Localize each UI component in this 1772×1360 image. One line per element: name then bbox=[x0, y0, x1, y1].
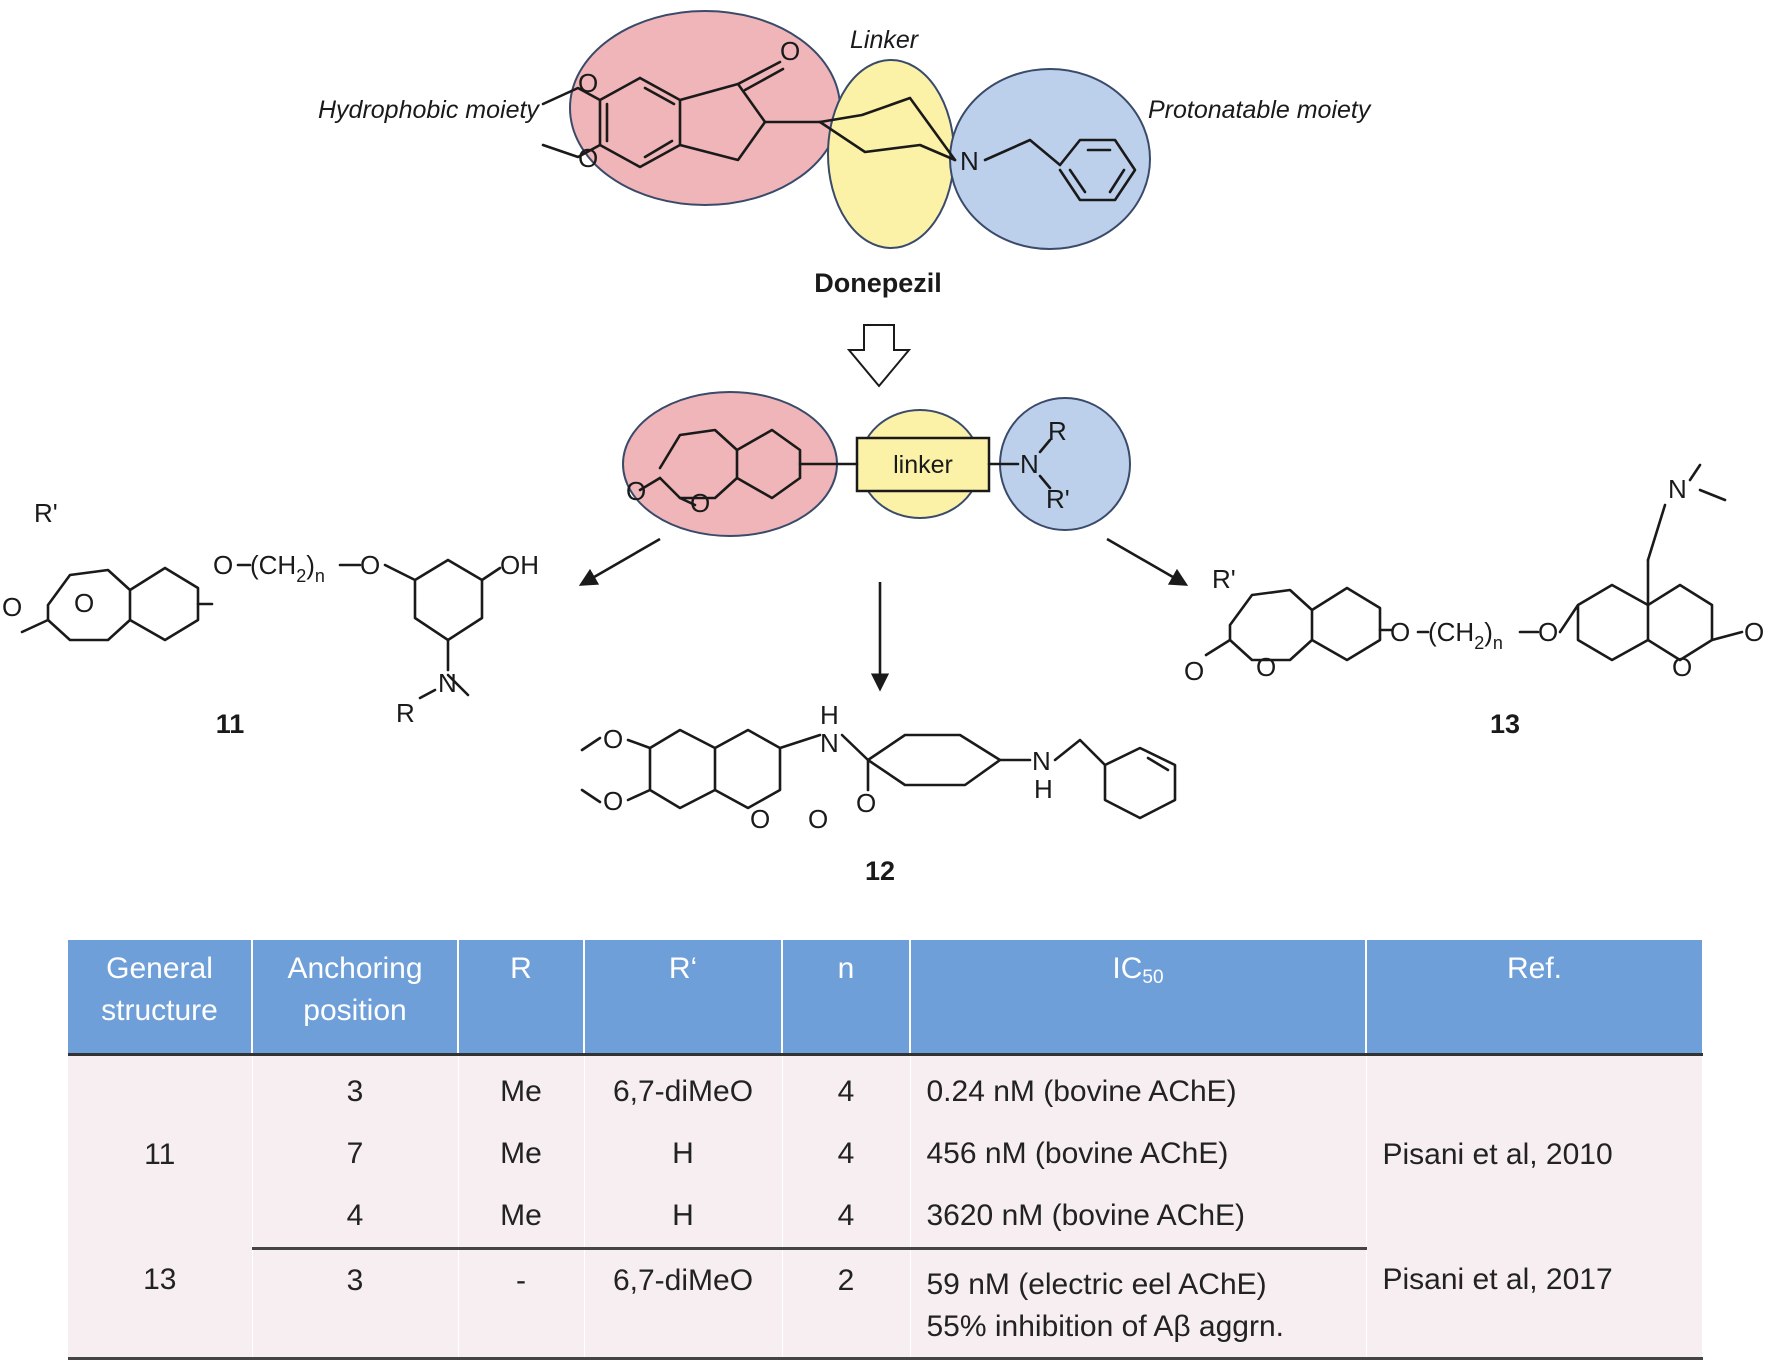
donepezil-o-carbonyl: O bbox=[780, 36, 800, 66]
hybrid-n: N bbox=[1020, 449, 1039, 479]
cell-r-prime: H bbox=[584, 1123, 783, 1185]
protonatable-region bbox=[949, 68, 1151, 250]
c12-amine-h: H bbox=[1034, 774, 1053, 804]
ic50-line-2: 55% inhibition of Aβ aggrn. bbox=[926, 1310, 1285, 1343]
c11-r: R bbox=[396, 698, 415, 728]
cell-anchoring: 3 bbox=[252, 1054, 459, 1123]
c13-n: N bbox=[1668, 474, 1687, 504]
c11-o-ether2: O bbox=[360, 550, 380, 580]
hybrid-o-ring: O bbox=[690, 488, 710, 518]
c12-o-methoxy-1: O bbox=[603, 724, 623, 754]
header-r-prime: R‘ bbox=[584, 940, 783, 1055]
cell-anchoring: 4 bbox=[252, 1185, 459, 1250]
c13-o-ring: O bbox=[1256, 652, 1276, 682]
donepezil-o-methoxy-2: O bbox=[578, 143, 598, 173]
cell-n: 4 bbox=[782, 1054, 911, 1123]
c12-amine-n: N bbox=[1032, 746, 1051, 776]
cell-n: 4 bbox=[782, 1123, 911, 1185]
hybrid-r-prime: R' bbox=[1046, 484, 1070, 514]
c11-r-prime: R' bbox=[34, 498, 58, 528]
linker-box-label: linker bbox=[893, 451, 953, 479]
cell-ref: Pisani et al, 2010 bbox=[1366, 1054, 1703, 1249]
c11-chain: (CH2)n bbox=[250, 550, 325, 586]
table-row: 4 Me H 4 3620 nM (bovine AChE) bbox=[68, 1185, 1702, 1250]
compound-11-label: 11 bbox=[216, 709, 245, 739]
compound-13-structure bbox=[1204, 463, 1744, 662]
header-n: n bbox=[782, 940, 911, 1055]
linker-region bbox=[827, 59, 955, 249]
cell-n: 4 bbox=[782, 1185, 911, 1250]
c13-o-ring2: O bbox=[1672, 652, 1692, 682]
cell-ic50: 3620 nM (bovine AChE) bbox=[910, 1185, 1367, 1250]
c13-o-carbonyl2: O bbox=[1744, 617, 1764, 647]
cell-r: - bbox=[458, 1248, 585, 1360]
c11-o-ring: O bbox=[74, 588, 94, 618]
c12-nh-h: H bbox=[820, 700, 839, 730]
donepezil-o-methoxy-1: O bbox=[578, 68, 598, 98]
cell-r: Me bbox=[458, 1123, 585, 1185]
table-row: 11 3 Me 6,7-diMeO 4 0.24 nM (bovine AChE… bbox=[68, 1054, 1703, 1249]
protonatable-label: Protonatable moiety bbox=[1148, 96, 1372, 124]
c11-o-ether1: O bbox=[213, 550, 233, 580]
c11-oh: OH bbox=[500, 550, 539, 580]
linker-label: Linker bbox=[850, 26, 920, 54]
hydrophobic-label: Hydrophobic moiety bbox=[318, 96, 540, 124]
cell-r-prime: 6,7-diMeO bbox=[584, 1248, 783, 1360]
c12-o-amide: O bbox=[856, 788, 876, 818]
compound-13-label: 13 bbox=[1490, 709, 1520, 739]
c12-o-carbonyl: O bbox=[808, 804, 828, 834]
hybrid-o-carbonyl: O bbox=[626, 476, 646, 506]
c11-n: N bbox=[438, 668, 457, 698]
cell-ic50: 59 nM (electric eel AChE) 55% inhibition … bbox=[910, 1248, 1367, 1360]
cell-n: 2 bbox=[782, 1248, 911, 1360]
cell-r: Me bbox=[458, 1054, 585, 1123]
c12-o-ring: O bbox=[750, 804, 770, 834]
cell-ic50: 456 nM (bovine AChE) bbox=[910, 1123, 1367, 1185]
cell-r-prime: H bbox=[584, 1185, 783, 1250]
c13-o-ether1: O bbox=[1390, 617, 1410, 647]
header-ref: Ref. bbox=[1366, 940, 1702, 1055]
table-row: 7 Me H 4 456 nM (bovine AChE) bbox=[68, 1123, 1702, 1185]
c13-o-carbonyl: O bbox=[1184, 656, 1204, 686]
donepezil-structure bbox=[541, 60, 1137, 202]
hybrid-coumarin bbox=[638, 428, 1052, 507]
c13-o-ether2: O bbox=[1538, 617, 1558, 647]
table-row: 13 3 - 6,7-diMeO 2 59 nM (electric eel A… bbox=[68, 1248, 1703, 1360]
compound-12-label: 12 bbox=[865, 856, 895, 886]
cell-ic50: 0.24 nM (bovine AChE) bbox=[910, 1054, 1367, 1123]
cell-r: Me bbox=[458, 1185, 585, 1250]
c12-o-methoxy-2: O bbox=[603, 786, 623, 816]
cell-structure: 13 bbox=[68, 1248, 253, 1360]
compound-11-structure bbox=[20, 558, 502, 700]
c13-r-prime: R' bbox=[1212, 564, 1236, 594]
arrow-to-13 bbox=[1106, 537, 1189, 586]
c12-nh-n: N bbox=[820, 728, 839, 758]
c13-chain: (CH2)n bbox=[1428, 617, 1503, 653]
header-r: R bbox=[458, 940, 585, 1055]
arrow-to-11 bbox=[578, 537, 661, 586]
cell-r-prime: 6,7-diMeO bbox=[584, 1054, 783, 1123]
design-arrow bbox=[846, 324, 912, 388]
cell-ref: Pisani et al, 2017 bbox=[1366, 1248, 1703, 1360]
cell-anchoring: 3 bbox=[252, 1248, 459, 1360]
donepezil-n: N bbox=[960, 146, 979, 176]
compound-12-structure bbox=[580, 728, 1177, 820]
c11-o-carbonyl: O bbox=[2, 592, 22, 622]
cell-structure: 11 bbox=[68, 1054, 253, 1249]
cell-anchoring: 7 bbox=[252, 1123, 459, 1185]
ic50-line-1: 59 nM (electric eel AChE) bbox=[926, 1268, 1267, 1301]
header-ic50: IC50 bbox=[910, 940, 1367, 1055]
hybrid-r: R bbox=[1048, 416, 1067, 446]
scheme-diagram: Linker Hydrophobic moiety Protonatable m… bbox=[2, 10, 1764, 886]
donepezil-name: Donepezil bbox=[814, 268, 942, 298]
